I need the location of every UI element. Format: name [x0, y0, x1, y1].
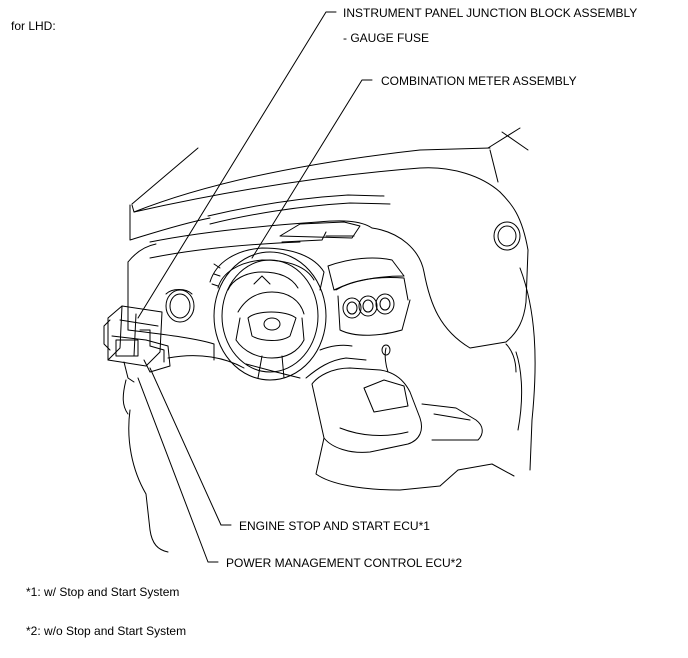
callout-junction-block: INSTRUMENT PANEL JUNCTION BLOCK ASSEMBLY	[343, 6, 638, 20]
footnote-2: *2: w/o Stop and Start System	[26, 624, 187, 638]
leader-engine-ecu	[149, 367, 232, 526]
callout-engine-ecu: ENGINE STOP AND START ECU*1	[239, 519, 430, 533]
dashboard-body	[127, 147, 529, 349]
steering-wheel	[213, 251, 327, 381]
right-air-vent	[493, 221, 521, 251]
center-console	[311, 344, 515, 491]
combination-meter-hood	[209, 247, 325, 291]
junction-block-assembly	[103, 305, 171, 383]
footnote-1: *1: w/ Stop and Start System	[26, 585, 180, 599]
center-console-stack	[327, 257, 411, 336]
lower-dashboard	[127, 329, 367, 379]
leader-power-ecu	[137, 377, 219, 563]
leader-combination-meter	[251, 79, 373, 259]
callout-power-ecu: POWER MANAGEMENT CONTROL ECU*2	[226, 556, 463, 570]
callout-combination-meter: COMBINATION METER ASSEMBLY	[381, 74, 577, 88]
windshield-pillars	[131, 127, 529, 205]
leader-junction-block	[137, 11, 337, 319]
left-footwell	[122, 379, 169, 553]
leader-lines	[137, 11, 373, 563]
right-door-trim	[505, 267, 536, 471]
callout-gauge-fuse: - GAUGE FUSE	[343, 31, 430, 45]
variant-label: for LHD:	[11, 19, 56, 33]
left-air-vent	[165, 289, 195, 323]
